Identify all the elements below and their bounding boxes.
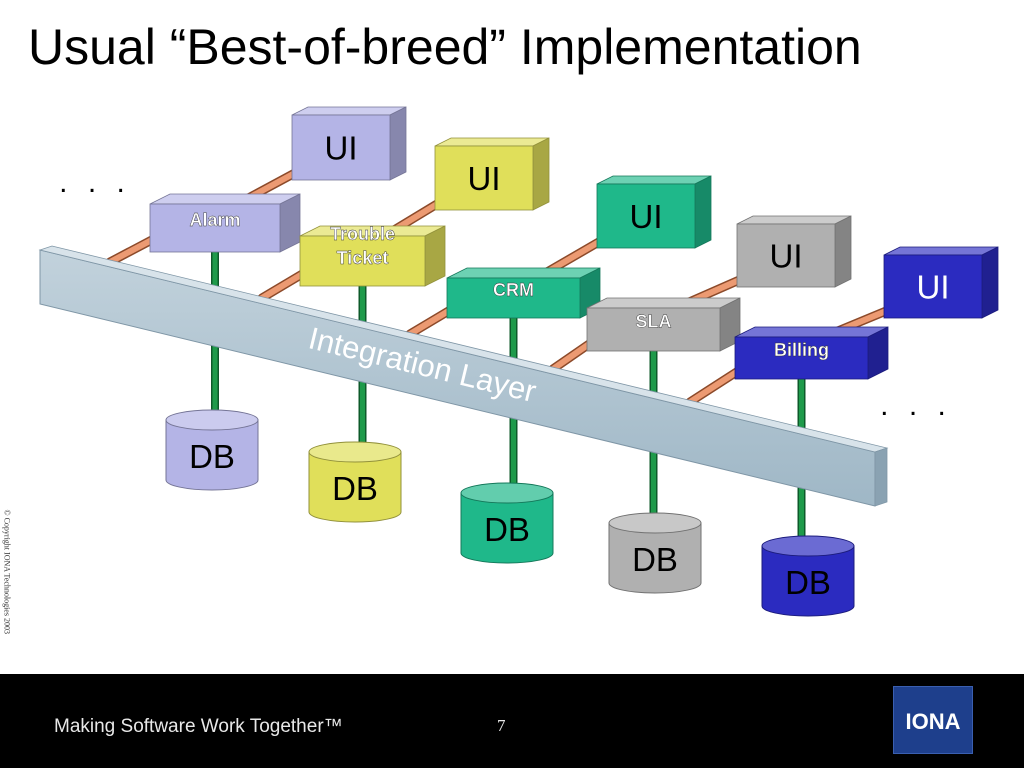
ellipsis-left: . . . <box>59 166 131 199</box>
page-number: 7 <box>497 716 506 735</box>
footer-bar: Making Software Work Together™ 7 IONA <box>0 674 1024 768</box>
ui-label: UI <box>468 160 501 197</box>
ui-label: UI <box>917 269 950 306</box>
footer-tagline: Making Software Work Together™ <box>54 716 343 737</box>
app-label: Ticket <box>337 248 389 268</box>
db-cylinder-alarm: DB <box>165 409 259 491</box>
iona-logo-icon: IONA <box>893 686 973 754</box>
app-box-sla: SLA <box>586 297 741 352</box>
db-label: DB <box>632 541 678 578</box>
db-label: DB <box>785 564 831 601</box>
db-cylinder-billing: DB <box>761 535 855 617</box>
app-box-alarm: Alarm <box>149 193 301 253</box>
logo-text: IONA <box>906 709 961 734</box>
db-cylinder-trouble-ticket: DB <box>308 441 402 523</box>
app-label: SLA <box>636 312 672 332</box>
db-label: DB <box>332 470 378 507</box>
ui-box-trouble-ticket: UI <box>434 137 550 211</box>
ellipsis-right: . . . <box>880 389 952 422</box>
ui-box-crm: UI <box>596 175 712 249</box>
app-label: Billing <box>774 340 829 360</box>
db-cylinder-crm: DB <box>460 482 554 564</box>
app-box-crm: CRM <box>446 267 601 319</box>
ui-box-alarm: UI <box>291 106 407 181</box>
db-label: DB <box>484 511 530 548</box>
app-label: CRM <box>493 280 534 300</box>
app-label: Trouble <box>330 224 395 244</box>
ui-label: UI <box>630 198 663 235</box>
ui-label: UI <box>770 238 803 275</box>
app-label: Alarm <box>189 210 240 230</box>
slide-title: Usual “Best-of-breed” Implementation <box>28 19 862 75</box>
db-cylinder-sla: DB <box>608 512 702 594</box>
ui-label: UI <box>325 130 358 167</box>
ui-box-sla: UI <box>736 215 852 288</box>
app-box-billing: Billing <box>734 326 889 380</box>
ui-box-billing: UI <box>883 246 999 319</box>
db-label: DB <box>189 438 235 475</box>
copyright-notice: © Copyright IONA Technologies 2003 <box>2 509 12 634</box>
